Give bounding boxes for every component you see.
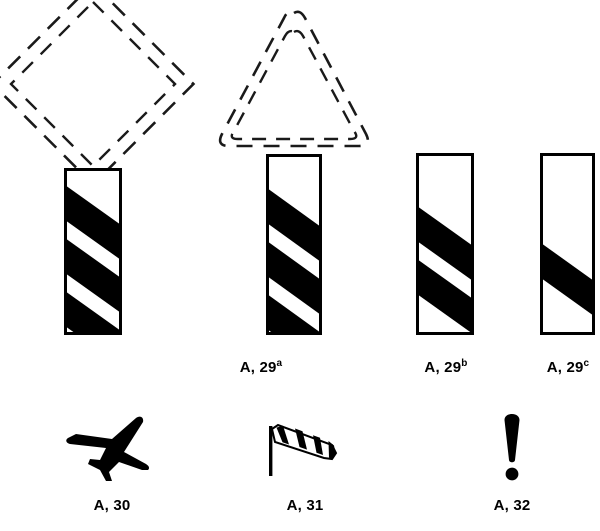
triangle-sign-post-drawing xyxy=(218,10,370,335)
caption-a29c: A, 29c xyxy=(529,358,600,376)
caption-a29b-superscript: b xyxy=(461,358,468,369)
stripe-1 xyxy=(65,185,121,260)
post-a29c-drawing xyxy=(540,153,595,335)
windsock-stripe-3 xyxy=(313,435,323,455)
figure-a29c xyxy=(534,148,600,344)
diamond-outer-dashed-outline xyxy=(0,0,196,187)
stripe-2 xyxy=(267,241,321,315)
stripe-1 xyxy=(417,206,473,281)
post-stripes-a29c xyxy=(541,243,594,316)
triangle-inner-dashed-outline xyxy=(230,29,358,141)
stripe-3 xyxy=(267,294,321,334)
windsock-mast xyxy=(269,426,273,476)
figure-a29a-triangle xyxy=(208,0,393,345)
caption-a32: A, 32 xyxy=(493,497,531,514)
caption-a29a: A, 29a xyxy=(222,358,300,376)
stripe-2 xyxy=(417,259,473,334)
post-stripes-a29a-triangle xyxy=(267,188,321,334)
caption-a29b: A, 29b xyxy=(407,358,485,376)
airplane-icon xyxy=(66,416,150,481)
windsock-stripe-1 xyxy=(276,425,289,445)
post-a29b-drawing xyxy=(416,153,474,335)
caption-a31: A, 31 xyxy=(286,497,324,514)
figure-a29b xyxy=(410,148,482,344)
windsock-stripe-2 xyxy=(295,428,307,450)
caption-a29c-text: A, 29 xyxy=(546,359,584,376)
airplane-silhouette xyxy=(66,416,150,481)
caption-a29b-text: A, 29 xyxy=(424,359,462,376)
figure-a30 xyxy=(62,412,166,482)
triangle-outer-dashed-outline xyxy=(218,10,370,148)
stripe-3 xyxy=(65,291,121,334)
windsock-stripe-4 xyxy=(328,441,336,459)
figure-a31 xyxy=(262,418,354,480)
caption-a29a-text: A, 29 xyxy=(239,359,277,376)
windsock-icon xyxy=(269,423,338,476)
stripe-2 xyxy=(65,238,121,313)
exclamation-stroke xyxy=(504,414,520,463)
caption-a29c-superscript: c xyxy=(583,358,590,369)
caption-a30: A, 30 xyxy=(93,497,131,514)
diamond-sign-post-drawing xyxy=(0,0,196,335)
diamond-inner-dashed-outline xyxy=(9,0,177,168)
exclamation-mark-icon xyxy=(504,414,520,481)
windsock-stripes xyxy=(276,425,336,459)
exclamation-dot xyxy=(505,467,519,481)
stripe-1 xyxy=(541,243,594,316)
post-stripes-a29b xyxy=(417,206,473,334)
caption-a29a-superscript: a xyxy=(276,358,283,369)
post-stripes-a29a xyxy=(65,185,121,334)
figure-a29a-diamond xyxy=(0,0,210,345)
stripe-1 xyxy=(267,188,321,262)
figure-a32 xyxy=(494,412,530,482)
